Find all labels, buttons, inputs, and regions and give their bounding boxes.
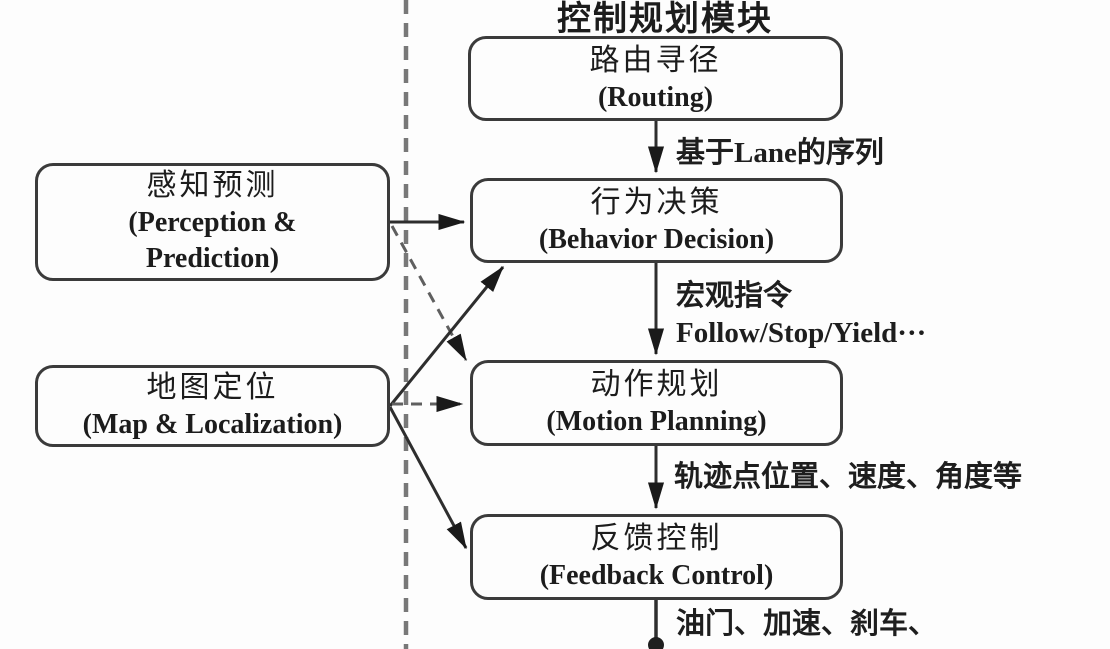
edge-label-trajectory-points: 轨迹点位置、速度、角度等 — [674, 461, 1023, 493]
node-motion-label-en: (Motion Planning) — [546, 406, 767, 437]
node-routing-label-en: (Routing) — [597, 81, 714, 113]
node-perception-label-en2: Prediction) — [145, 243, 280, 274]
node-feedback-label-en: (Feedback Control) — [539, 560, 774, 591]
edge-label-lane-sequence: 基于Lane的序列 — [676, 137, 884, 169]
node-map-label-zh: 地图定位 — [146, 371, 279, 404]
node-feedback-label-zh: 反馈控制 — [590, 522, 723, 555]
node-feedback-control: 反馈控制 (Feedback Control) — [470, 514, 843, 600]
node-routing-label-zh: 路由寻径 — [589, 43, 722, 77]
node-perception-prediction: 感知预测 (Perception & Prediction) — [35, 163, 390, 281]
edge-perception-to-motion-dashed — [390, 225, 468, 362]
node-perception-label-zh: 感知预测 — [146, 169, 279, 202]
node-motion-label-zh: 动作规划 — [590, 368, 723, 401]
node-perception-label-en1: (Perception & — [128, 207, 297, 238]
output-terminal-dot — [648, 637, 664, 649]
edge-map-to-behavior — [388, 265, 505, 407]
edge-label-macro-command: 宏观指令 — [676, 280, 793, 312]
node-map-localization: 地图定位 (Map & Localization) — [35, 365, 390, 447]
edge-label-throttle-brake: 油门、加速、刹车、 — [676, 608, 938, 640]
node-routing: 路由寻径 (Routing) — [468, 36, 843, 121]
node-behavior-label-zh: 行为决策 — [590, 185, 723, 219]
node-behavior-label-en: (Behavior Decision) — [538, 223, 775, 255]
edge-map-to-feedback — [388, 406, 468, 550]
node-motion-planning: 动作规划 (Motion Planning) — [470, 360, 843, 446]
node-map-label-en: (Map & Localization) — [82, 409, 343, 440]
diagram-title: 控制规划模块 — [557, 1, 773, 38]
edge-label-follow-stop-yield: Follow/Stop/Yield··· — [676, 317, 927, 349]
node-behavior-decision: 行为决策 (Behavior Decision) — [470, 178, 843, 263]
